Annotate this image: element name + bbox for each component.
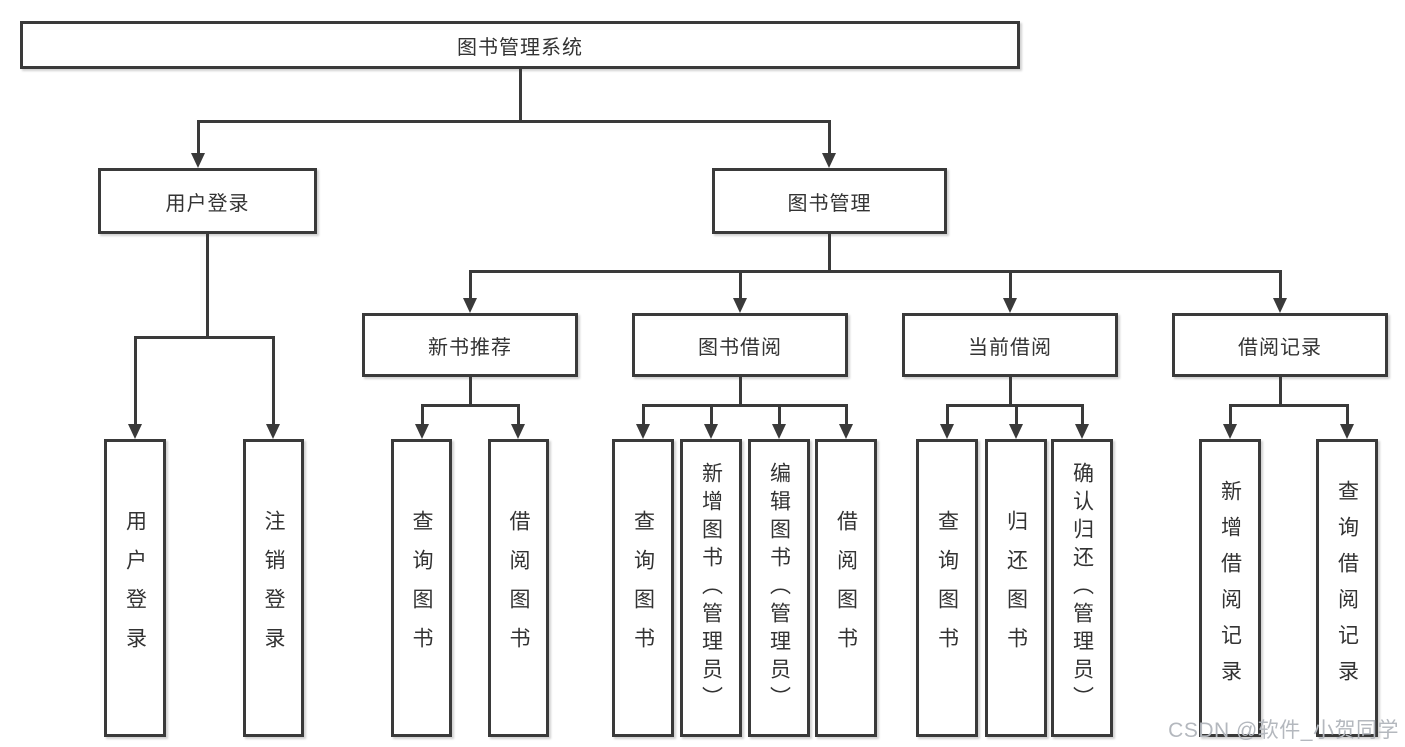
arrow-down-icon <box>511 424 525 439</box>
node-label: 图书管理系统 <box>457 36 583 59</box>
connector-line <box>778 404 781 426</box>
arrow-down-icon <box>415 424 429 439</box>
arrow-down-icon <box>1009 424 1023 439</box>
connector-line <box>1279 270 1282 300</box>
node-label: 用户登录 <box>165 192 250 215</box>
connector-line <box>206 234 209 338</box>
connector-line <box>739 270 742 300</box>
arrow-down-icon <box>1223 424 1237 439</box>
connector-line <box>134 336 275 339</box>
leaf-current-return-books: 归还图书 <box>985 439 1047 737</box>
node-label: 借阅图书 <box>834 510 858 666</box>
connector-line <box>710 404 713 426</box>
connector-line <box>1279 377 1282 406</box>
connector-line <box>642 404 848 407</box>
connector-line <box>421 404 520 407</box>
leaf-logout: 注销登录 <box>243 439 304 737</box>
node-label: 归还图书 <box>1004 510 1028 666</box>
leaf-borrowing-edit-books-admin: 编辑图书（管理员） <box>748 439 810 737</box>
arrow-down-icon <box>1340 424 1354 439</box>
arrow-down-icon <box>704 424 718 439</box>
connector-line <box>197 120 831 123</box>
leaf-borrowing-query-books: 查询图书 <box>612 439 674 737</box>
node-current-borrowing: 当前借阅 <box>902 313 1118 377</box>
node-label: 借阅图书 <box>507 510 530 666</box>
node-borrowing-records: 借阅记录 <box>1172 313 1388 377</box>
connector-line <box>1015 404 1018 426</box>
arrow-down-icon <box>1003 298 1017 313</box>
arrow-down-icon <box>940 424 954 439</box>
arrow-down-icon <box>1273 298 1287 313</box>
leaf-recommend-borrow-books: 借阅图书 <box>488 439 549 737</box>
connector-line <box>469 270 1282 273</box>
node-root-library-management-system: 图书管理系统 <box>20 21 1020 69</box>
connector-line <box>1009 377 1012 406</box>
node-label: 新增图书（管理员） <box>699 462 723 714</box>
node-label: 注销登录 <box>262 510 285 666</box>
leaf-borrowing-add-books-admin: 新增图书（管理员） <box>680 439 742 737</box>
node-label: 查询图书 <box>631 510 655 666</box>
node-label: 借阅记录 <box>1238 336 1322 359</box>
leaf-current-confirm-return-admin: 确认归还（管理员） <box>1051 439 1113 737</box>
arrow-down-icon <box>636 424 650 439</box>
leaf-user-login: 用户登录 <box>104 439 166 737</box>
csdn-watermark: CSDN @软件_小贺同学 <box>1168 719 1399 742</box>
node-user-login: 用户登录 <box>98 168 317 234</box>
connector-line <box>1009 270 1012 300</box>
node-label: 新书推荐 <box>428 336 512 359</box>
node-label: 用户登录 <box>123 510 147 666</box>
connector-line <box>1229 404 1348 407</box>
arrow-down-icon <box>128 424 142 439</box>
leaf-records-add-borrow-record: 新增借阅记录 <box>1199 439 1261 737</box>
connector-line <box>828 120 831 156</box>
connector-line <box>469 377 472 406</box>
node-book-borrowing: 图书借阅 <box>632 313 848 377</box>
arrow-down-icon <box>822 153 836 168</box>
connector-line <box>517 404 520 426</box>
node-label: 当前借阅 <box>968 336 1052 359</box>
node-new-book-recommendation: 新书推荐 <box>362 313 578 377</box>
node-label: 编辑图书（管理员） <box>767 462 791 714</box>
node-label: 查询图书 <box>935 510 959 666</box>
connector-line <box>134 336 137 426</box>
arrow-down-icon <box>266 424 280 439</box>
connector-line <box>828 234 831 272</box>
node-label: 查询图书 <box>410 510 433 666</box>
leaf-current-query-books: 查询图书 <box>916 439 978 737</box>
connector-line <box>469 270 472 300</box>
connector-line <box>197 120 200 156</box>
node-book-management: 图书管理 <box>712 168 947 234</box>
arrow-down-icon <box>1075 424 1089 439</box>
node-label: 确认归还（管理员） <box>1070 462 1094 714</box>
arrow-down-icon <box>463 298 477 313</box>
connector-line <box>272 336 275 426</box>
arrow-down-icon <box>839 424 853 439</box>
node-label: 查询借阅记录 <box>1335 480 1359 696</box>
node-label: 图书借阅 <box>698 336 782 359</box>
arrow-down-icon <box>733 298 747 313</box>
connector-line <box>421 404 424 426</box>
leaf-borrowing-borrow-books: 借阅图书 <box>815 439 877 737</box>
leaf-recommend-query-books: 查询图书 <box>391 439 452 737</box>
connector-line <box>642 404 645 426</box>
connector-line <box>519 69 522 123</box>
connector-line <box>946 404 949 426</box>
leaf-records-query-borrow-record: 查询借阅记录 <box>1316 439 1378 737</box>
node-label: 新增借阅记录 <box>1218 480 1242 696</box>
connector-line <box>739 377 742 406</box>
connector-line <box>1081 404 1084 426</box>
arrow-down-icon <box>191 153 205 168</box>
connector-line <box>1346 404 1349 426</box>
connector-line <box>845 404 848 426</box>
node-label: 图书管理 <box>787 192 872 215</box>
arrow-down-icon <box>772 424 786 439</box>
connector-line <box>1229 404 1232 426</box>
